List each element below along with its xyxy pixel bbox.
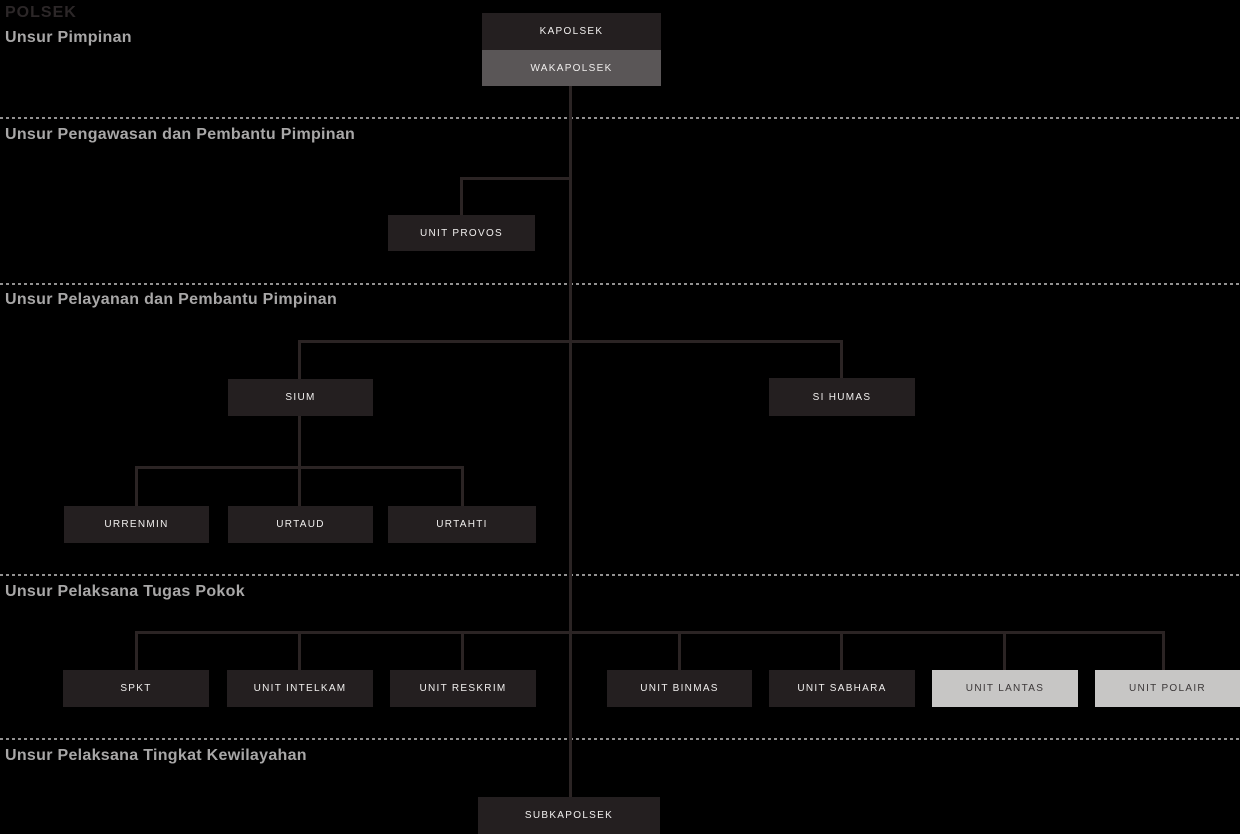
connector-reskrim-drop [461, 631, 464, 670]
section-heading-pelayanan: Unsur Pelayanan dan Pembantu Pimpinan [5, 291, 338, 308]
connector-urtaud-drop [298, 466, 301, 506]
connector-trunk [569, 86, 572, 797]
section-separator [0, 117, 1240, 119]
section-separator [0, 283, 1240, 285]
node-unit-reskrim: UNIT RESKRIM [390, 670, 536, 707]
node-spkt: SPKT [63, 670, 209, 707]
connector-spkt-drop [135, 631, 138, 670]
node-subkapolsek: SUBKAPOLSEK [478, 797, 660, 834]
connector-polair-drop [1162, 631, 1165, 670]
node-urtaud: URTAUD [228, 506, 373, 543]
node-si-humas: SI HUMAS [769, 378, 915, 416]
connector-lantas-drop [1003, 631, 1006, 670]
connector-provos-horizontal [460, 177, 572, 180]
node-urtahti: URTAHTI [388, 506, 536, 543]
section-separator [0, 574, 1240, 576]
connector-sium-drop [298, 340, 301, 379]
node-unit-lantas: UNIT LANTAS [932, 670, 1078, 707]
connector-urrenmin-drop [135, 466, 138, 506]
section-separator [0, 738, 1240, 740]
node-unit-binmas: UNIT BINMAS [607, 670, 752, 707]
section-heading-tugas-pokok: Unsur Pelaksana Tugas Pokok [5, 583, 245, 600]
connector-pelayanan-bus [298, 340, 843, 343]
node-kapolsek: KAPOLSEK [482, 13, 661, 50]
node-unit-polair: UNIT POLAIR [1095, 670, 1240, 707]
connector-sium-stem [298, 416, 301, 466]
node-unit-provos: UNIT PROVOS [388, 215, 535, 251]
node-wakapolsek: WAKAPOLSEK [482, 50, 661, 86]
section-heading-pimpinan: Unsur Pimpinan [5, 29, 132, 46]
connector-sihumas-drop [840, 340, 843, 378]
node-sium: SIUM [228, 379, 373, 416]
connector-provos-drop [460, 177, 463, 215]
page-title: POLSEK [5, 4, 77, 21]
section-heading-kewilayahan: Unsur Pelaksana Tingkat Kewilayahan [5, 747, 307, 764]
connector-intelkam-drop [298, 631, 301, 670]
connector-sabhara-drop [840, 631, 843, 670]
section-heading-pengawasan: Unsur Pengawasan dan Pembantu Pimpinan [5, 126, 356, 143]
connector-urtahti-drop [461, 466, 464, 506]
connector-pokok-bus [135, 631, 1165, 634]
connector-binmas-drop [678, 631, 681, 670]
node-unit-intelkam: UNIT INTELKAM [227, 670, 373, 707]
node-urrenmin: URRENMIN [64, 506, 209, 543]
node-unit-sabhara: UNIT SABHARA [769, 670, 915, 707]
